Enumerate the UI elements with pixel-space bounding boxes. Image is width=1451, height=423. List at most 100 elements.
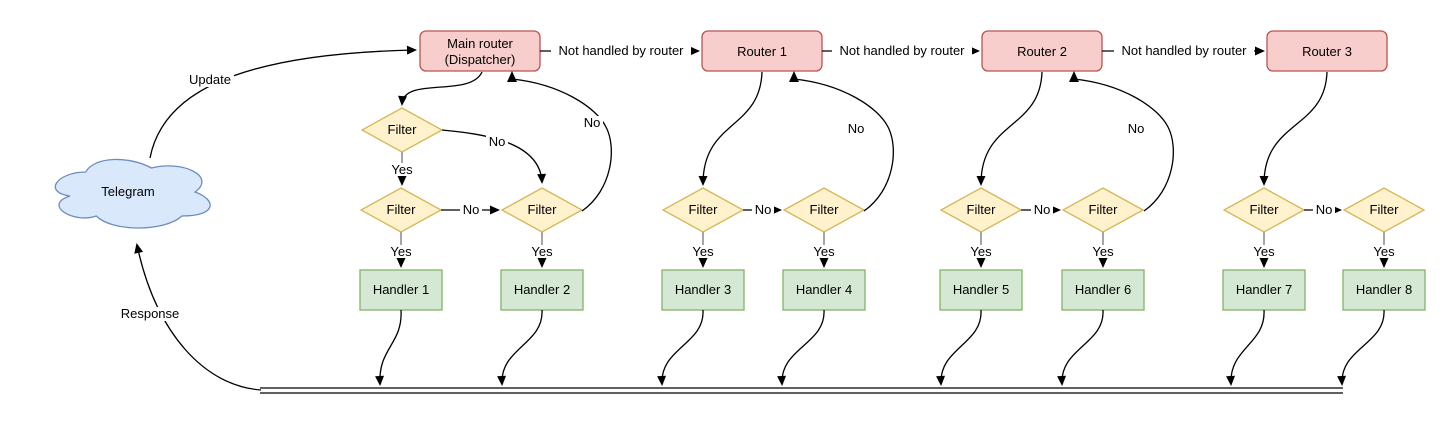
no-label: No [1034,202,1051,217]
yes-label: Yes [1253,244,1275,259]
yes-label-bg [1252,245,1276,258]
no-label-bg [460,203,482,216]
no-label-bg [581,116,603,129]
handler-1-node [359,269,443,311]
yes-edge: Yes [389,232,413,268]
yes-label-bg [389,245,413,258]
yes-edge: Yes [812,232,836,268]
response-label-bg [119,307,181,321]
yes-label-bg [530,245,554,258]
not-handled-edges: Not handled by router Not handled by rou… [540,43,1265,58]
handler-3-bus-edge [657,309,704,386]
not-handled-label-bg-3 [1114,44,1254,58]
filter-label: Filter [967,202,997,217]
update-edge-group: Update [149,45,417,159]
handler-2-label: Handler 2 [514,282,570,297]
handler-8-node [1342,269,1426,311]
response-bus [260,387,1343,394]
yes-label-bg [1091,245,1115,258]
handler-4-bus-edge [777,309,825,386]
no-label: No [1316,202,1333,217]
no-label-bg [1125,122,1147,135]
not-handled-label-bg-1 [551,44,691,58]
router-3-to-filter-edge [1259,71,1328,186]
no-return-edge-r2 [1073,78,1174,212]
main-router-label-line1: Main router [447,36,513,51]
yes-edge: Yes [969,232,993,268]
handler-5-bus-edge [936,309,982,386]
yes-label: Yes [390,244,412,259]
handler-nodes: Handler 1 Handler 2 Handler 3 Handler 4 … [359,269,1426,311]
yes-label-bg [691,245,715,258]
router-3-node [1266,30,1388,72]
router-nodes: Main router (Dispatcher) Router 1 Router… [419,30,1388,72]
filter-label: Filter [528,202,558,217]
filter-label: Filter [810,202,840,217]
no-return-arrowhead [1069,71,1079,82]
filter-label: Filter [1089,202,1119,217]
yes-edge: Yes [1252,232,1276,268]
main-router-to-filter-edge [398,71,483,106]
yes-label-bg [1372,245,1396,258]
response-edge [134,243,262,391]
handler-7-label: Handler 7 [1236,282,1292,297]
filter-main-top-edges: Yes No [390,129,547,186]
handler-4-node [782,269,866,311]
filter-label: Filter [388,122,418,137]
filter-label: Filter [1250,202,1280,217]
yes-edges: Yes Yes Yes Yes Yes [389,232,1396,268]
router-1-to-filter-edge [698,71,763,186]
router-3-label: Router 3 [1302,44,1352,59]
handler-to-bus-edges [375,309,1385,386]
handler-6-label: Handler 6 [1075,282,1131,297]
telegram-label: Telegram [101,184,154,199]
router-to-filter-edges [398,71,1328,186]
no-label: No [755,202,772,217]
no-label: No [584,115,601,130]
handler-1-label: Handler 1 [373,282,429,297]
no-horizontal-edges: No No No No [441,202,1342,217]
filter-label: Filter [387,202,417,217]
no-label: No [1128,121,1145,136]
no-return-edge-r1 [793,78,894,212]
handler-4-label: Handler 4 [796,282,852,297]
yes-edge: Yes [1091,232,1115,268]
handler-3-label: Handler 3 [675,282,731,297]
yes-label: Yes [531,244,553,259]
yes-edge: Yes [1372,232,1396,268]
router-2-label: Router 2 [1017,44,1067,59]
yes-label: Yes [813,244,835,259]
no-return-arrowhead [507,71,517,82]
no-label-bg [1313,203,1335,216]
yes-label-bg [969,245,993,258]
handler-8-label: Handler 8 [1356,282,1412,297]
no-return-arrowhead [789,71,799,82]
main-router-label-line2: (Dispatcher) [445,52,516,67]
not-handled-label-2: Not handled by router [839,43,965,58]
not-handled-label-bg-2 [832,44,972,58]
no-return-edges: No No No [507,71,1174,212]
router-2-to-filter-edge [976,71,1043,186]
update-label: Update [189,72,231,87]
yes-edge: Yes [691,232,715,268]
yes-label-bg [390,163,414,176]
yes-edge: Yes [530,232,554,268]
handler-3-node [661,269,745,311]
yes-label: Yes [1092,244,1114,259]
handler-1-bus-edge [375,309,402,386]
no-label-bg [752,203,774,216]
yes-label: Yes [692,244,714,259]
response-label: Response [121,306,180,321]
no-label: No [489,134,506,149]
no-label: No [848,121,865,136]
handler-6-bus-edge [1057,309,1104,386]
yes-label-bg [812,245,836,258]
response-edge-group: Response [119,243,262,391]
update-label-bg [186,73,234,87]
no-label-bg [845,122,867,135]
handler-7-bus-edge [1226,309,1265,386]
handler-8-bus-edge [1337,309,1385,386]
no-label: No [463,202,480,217]
not-handled-label-3: Not handled by router [1121,43,1247,58]
